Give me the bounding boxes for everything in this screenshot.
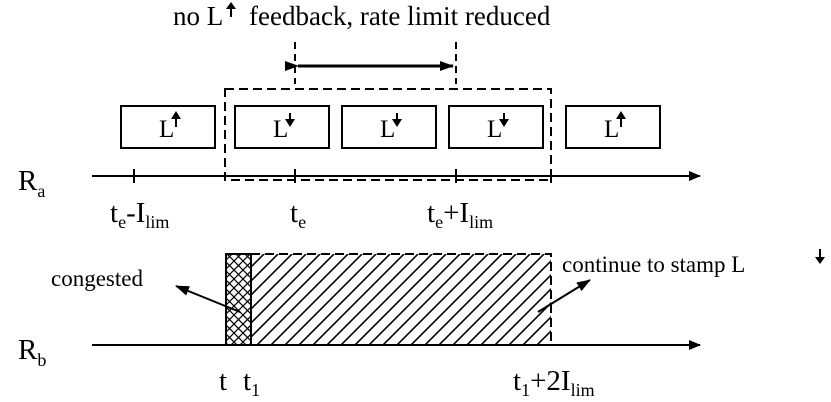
caption-up-arrow-icon — [226, 2, 236, 17]
packet-box-3: L — [341, 105, 437, 149]
caption-text: no L — [173, 1, 222, 31]
arrow-down-icon — [392, 113, 402, 127]
continue-down-arrow-icon — [815, 249, 825, 264]
congested-callout-arrow — [175, 285, 241, 313]
continue-label: continue to stamp L — [562, 252, 745, 277]
arrow-down-icon — [499, 113, 509, 127]
packet-label: L — [487, 116, 502, 143]
packet-box-5: L — [565, 105, 661, 149]
tick-label-te-plus-ilim: te+Ilim — [427, 197, 493, 232]
arrow-up-icon — [616, 111, 626, 127]
tick-label-t1: t1 — [243, 365, 260, 400]
packet-box-4: L — [448, 105, 544, 149]
tick-label-te: te — [290, 197, 306, 232]
packet-label: L — [604, 116, 619, 143]
packet-label: L — [159, 116, 174, 143]
stamp-region — [250, 253, 552, 346]
feedback-window — [224, 88, 552, 181]
caption-suffix: feedback, rate limit reduced — [242, 1, 551, 31]
timeline-b-label: Rb — [18, 334, 46, 370]
caption: no L feedback, rate limit reduced — [173, 1, 551, 31]
packet-label: L — [273, 116, 288, 143]
packet-label: L — [380, 116, 395, 143]
tick-label-te-minus-ilim: te-Ilim — [110, 197, 169, 232]
timeline-a-label: Ra — [18, 165, 45, 201]
arrow-down-icon — [285, 113, 295, 127]
packet-box-1: L — [120, 105, 216, 149]
congested-label: congested — [51, 266, 143, 291]
packet-box-2: L — [234, 105, 330, 149]
tick-label-t1-plus-2ilim: t1+2Ilim — [513, 365, 595, 400]
arrow-up-icon — [171, 111, 181, 127]
tick-label-t: t — [219, 365, 227, 397]
congested-region — [225, 253, 252, 346]
continue-callout-arrow — [537, 279, 591, 313]
